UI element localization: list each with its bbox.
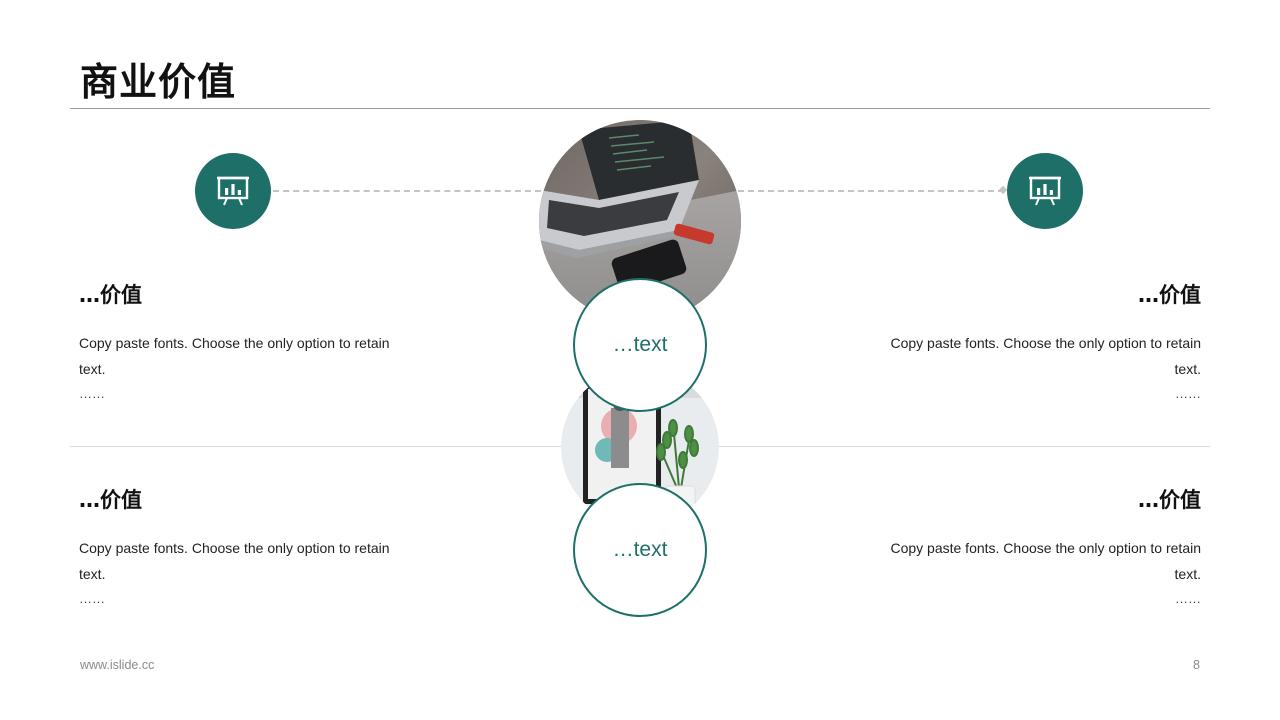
value-block-bottom-right: …价值 Copy paste fonts. Choose the only op… — [871, 485, 1201, 609]
dashed-connector-right — [738, 190, 1004, 192]
slide-title: 商业价值 — [80, 60, 237, 104]
value-block-bottom-left: …价值 Copy paste fonts. Choose the only op… — [79, 485, 409, 609]
block-body: Copy paste fonts. Choose the only option… — [79, 335, 390, 377]
block-heading: …价值 — [1138, 283, 1201, 307]
block-heading: …价值 — [79, 488, 142, 512]
block-ellipsis: …… — [79, 386, 105, 401]
ring-label: …text — [612, 333, 668, 356]
footer-website: www.islide.cc — [80, 658, 155, 672]
block-ellipsis: …… — [1175, 386, 1201, 401]
value-block-top-right: …价值 Copy paste fonts. Choose the only op… — [871, 280, 1201, 404]
block-ellipsis: …… — [79, 591, 105, 606]
block-heading: …价值 — [1138, 488, 1201, 512]
block-body: Copy paste fonts. Choose the only option… — [890, 335, 1201, 377]
text-ring-top: …text — [573, 278, 707, 412]
laptop-desk-photo — [539, 120, 741, 322]
ring-label: …text — [612, 538, 668, 561]
block-body: Copy paste fonts. Choose the only option… — [79, 540, 390, 582]
presentation-chart-icon — [1007, 153, 1083, 229]
title-divider — [70, 108, 1210, 109]
block-heading: …价值 — [79, 283, 142, 307]
block-body: Copy paste fonts. Choose the only option… — [890, 540, 1201, 582]
text-ring-bottom: …text — [573, 483, 707, 617]
block-ellipsis: …… — [1175, 591, 1201, 606]
presentation-chart-icon — [195, 153, 271, 229]
connector-arrow-tip — [998, 185, 1008, 195]
dashed-connector-left — [273, 190, 541, 192]
value-block-top-left: …价值 Copy paste fonts. Choose the only op… — [79, 280, 409, 404]
page-number: 8 — [1193, 658, 1200, 672]
